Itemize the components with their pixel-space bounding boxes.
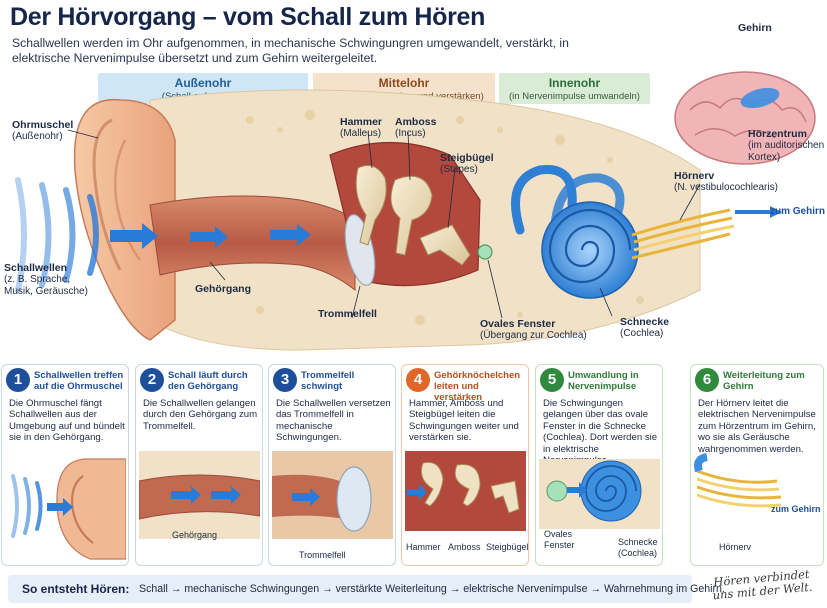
- summary-label: So entsteht Hören:: [22, 582, 130, 596]
- bone-texture: [246, 110, 644, 325]
- semicircular-canals: [511, 164, 625, 235]
- step-text: Der Hörnerv leitet die elektrischen Nerv…: [698, 398, 816, 455]
- zone-title: Innenohr: [548, 76, 601, 90]
- brain-illustration: [674, 71, 816, 165]
- step-5-label-fenster: Fenster: [544, 540, 575, 550]
- step-6-label-zum-gehirn: zum Gehirn: [771, 504, 821, 514]
- stirrup-bone: [419, 224, 471, 266]
- step-card-5: 5 Umwandlung in Nervenimpulse Die Schwin…: [535, 364, 663, 566]
- step-4-label-hammer: Hammer: [406, 542, 441, 552]
- summary-bar: So entsteht Hören: Schall → mechanische …: [8, 575, 725, 603]
- cochlea-turns: [548, 208, 632, 284]
- step-5-label-cochlea: (Cochlea): [618, 548, 658, 558]
- step-5-label-ovales: Ovales: [544, 529, 573, 539]
- step-card-6: 6 Weiterleitung zum Gehirn Der Hörnerv l…: [690, 364, 824, 566]
- label-gehirn: Gehirn: [738, 22, 772, 34]
- auditory-cortex-highlight: [740, 87, 780, 109]
- step-card-1: 1 Schallwellen treffen auf die Ohrmusche…: [1, 364, 129, 566]
- step-4-label-amboss: Amboss: [448, 542, 481, 552]
- pinna-shape: [73, 99, 176, 341]
- page-subtitle: Schallwellen werden im Ohr aufgenommen, …: [12, 36, 569, 65]
- step-number: 3: [273, 368, 297, 392]
- handwritten-note: Hören verbindet uns mit der Welt.: [711, 566, 814, 603]
- step-title: Schall läuft durch den Gehörgang: [168, 370, 248, 392]
- step-5-cochlea-illustration: [539, 459, 660, 529]
- step-text: Die Schallwellen gelangen durch den Gehö…: [143, 398, 258, 432]
- step-4-label-steigbuegel: Steigbügel: [486, 542, 529, 552]
- step-2-label-gehoergang: Gehörgang: [172, 530, 218, 540]
- step-title: Schallwellen treffen auf die Ohrmuschel: [34, 370, 124, 392]
- zone-header-inner-ear: Innenohr (in Nervenimpulse umwandeln): [499, 73, 650, 104]
- cochlea-spiral: [541, 201, 639, 299]
- label-ohrmuschel: Ohrmuschel (Außenohr): [12, 119, 74, 142]
- sound-arrows: [110, 223, 311, 249]
- hammer-bone: [355, 165, 387, 246]
- page-title: Der Hörvorgang – vom Schall zum Hören: [10, 3, 486, 31]
- label-schnecke: Schnecke (Cochlea): [620, 316, 670, 339]
- anvil-bone: [390, 175, 433, 256]
- ear-anatomy-illustration: [15, 71, 816, 351]
- step-1-ear-illustration: [11, 458, 126, 560]
- step-title: Weiterleitung zum Gehirn: [723, 370, 805, 392]
- label-ovales-fenster: Ovales Fenster (Übergang zur Cochlea): [480, 318, 587, 341]
- auditory-nerve: [631, 208, 735, 260]
- step-2-canal-illustration: [139, 451, 260, 539]
- label-steigbuegel: Steigbügel (Stapes): [440, 152, 494, 175]
- oval-window: [477, 244, 493, 260]
- leader-lines: [67, 129, 701, 319]
- zone-title: Mittelohr: [378, 76, 430, 90]
- step-number: 5: [540, 368, 564, 392]
- step-4-ossicles-illustration: [405, 451, 526, 531]
- label-trommelfell: Trommelfell: [318, 308, 377, 320]
- step-number: 4: [406, 368, 430, 392]
- zone-subtitle: (in Nervenimpulse umwandeln): [509, 91, 640, 102]
- step-6-nerve-illustration: [694, 453, 782, 508]
- ossicles: [355, 165, 471, 266]
- zone-title: Außenohr: [174, 76, 232, 90]
- step-text: Die Ohrmuschel fängt Schallwellen aus de…: [9, 398, 125, 444]
- step-card-3: 3 Trommelfell schwingt Die Schallwellen …: [268, 364, 396, 566]
- step-3-label-trommelfell: Trommelfell: [299, 550, 346, 560]
- step-5-label-schnecke: Schnecke: [618, 537, 658, 547]
- step-title: Trommelfell schwingt: [301, 370, 355, 392]
- label-hammer: Hammer (Malleus): [340, 116, 383, 139]
- step-title: Gehörknöchelchen leiten und verstärken: [434, 370, 521, 403]
- sound-waves: [15, 177, 99, 293]
- step-title: Umwandlung in Nervenimpulse: [568, 370, 639, 392]
- to-brain-arrow-head: [770, 206, 782, 218]
- pinna-inner: [113, 139, 142, 261]
- step-card-2: 2 Schall läuft durch den Gehörgang Die S…: [135, 364, 263, 566]
- label-amboss: Amboss (Incus): [395, 116, 437, 139]
- step-number: 6: [695, 368, 719, 392]
- step-number: 2: [140, 368, 164, 392]
- label-hoerzentrum: Hörzentrum (im auditorischen Kortex): [748, 128, 825, 163]
- summary-text: Schall → mechanische Schwingungen → vers…: [139, 583, 725, 595]
- step-3-eardrum-illustration: [272, 451, 393, 539]
- step-number: 1: [6, 368, 30, 392]
- step-text: Die Schallwellen versetzen das Trommelfe…: [276, 398, 391, 444]
- label-zum-gehirn: zum Gehirn: [770, 206, 826, 217]
- step-card-4: 4 Gehörknöchelchen leiten und verstärken…: [401, 364, 529, 566]
- label-hoernerv: Hörnerv (N. vestibulocochlearis): [674, 170, 778, 193]
- step-text: Hammer, Amboss und Steigbügel leiten die…: [409, 398, 519, 444]
- label-schallwellen: Schallwellen (z. B. Sprache, Musik, Gerä…: [4, 262, 88, 297]
- label-gehoergang: Gehörgang: [195, 283, 252, 295]
- pinna-fold: [92, 118, 122, 271]
- step-6-label-hoernerv: Hörnerv: [719, 542, 752, 552]
